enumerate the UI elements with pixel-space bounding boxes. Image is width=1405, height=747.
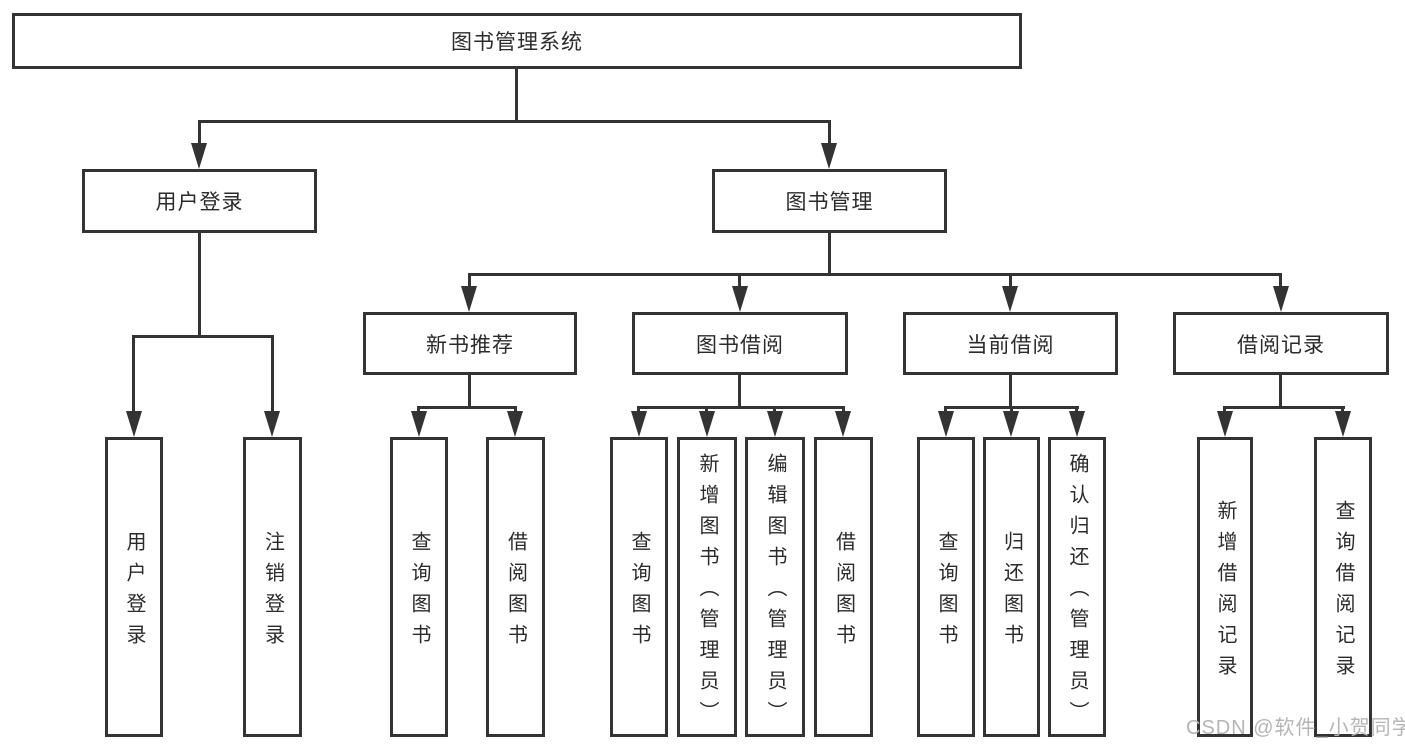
connector-line bbox=[468, 375, 471, 408]
connector-line bbox=[944, 406, 947, 415]
node-library-system: 图书管理系统 bbox=[12, 13, 1022, 69]
node-user-login: 用户登录 bbox=[82, 169, 317, 233]
arrow-down-icon bbox=[821, 143, 837, 169]
node-new-book-recommend-label: 新书推荐 bbox=[426, 333, 514, 357]
node-leaf-query-borrow-record: 查询借阅记录 bbox=[1314, 437, 1372, 737]
connector-line bbox=[514, 406, 517, 415]
node-new-book-recommend: 新书推荐 bbox=[363, 312, 577, 375]
watermark: CSDN @软件_小贺同学 bbox=[1186, 717, 1405, 739]
connector-line bbox=[198, 233, 201, 338]
node-leaf-return-book: 归还图书 bbox=[983, 437, 1040, 737]
node-leaf-query-borrow-record-label: 查询借阅记录 bbox=[1332, 499, 1354, 686]
node-current-borrow-label: 当前借阅 bbox=[966, 333, 1055, 357]
connector-line bbox=[637, 406, 845, 409]
connector-line bbox=[1010, 406, 1013, 415]
connector-line bbox=[773, 406, 776, 415]
node-leaf-confirm-return-admin-label: 确认归还（管理员） bbox=[1066, 453, 1088, 732]
connector-line bbox=[738, 375, 741, 408]
connector-line bbox=[1075, 406, 1078, 415]
node-leaf-add-book-admin-label: 新增图书（管理员） bbox=[696, 453, 718, 732]
node-leaf-query-book-c: 查询图书 bbox=[917, 437, 975, 737]
node-user-login-label: 用户登录 bbox=[155, 191, 244, 214]
connector-line bbox=[417, 406, 420, 415]
arrow-down-icon bbox=[461, 286, 477, 312]
connector-line bbox=[738, 273, 741, 291]
arrow-down-icon bbox=[767, 411, 783, 437]
node-leaf-user-login: 用户登录 bbox=[105, 437, 163, 737]
node-leaf-borrow-book-a: 借阅图书 bbox=[486, 437, 545, 737]
arrow-down-icon bbox=[938, 411, 954, 437]
node-leaf-query-book-b-label: 查询图书 bbox=[628, 530, 650, 655]
connector-line bbox=[828, 120, 831, 148]
node-leaf-query-book-a: 查询图书 bbox=[390, 437, 448, 737]
connector-line bbox=[1009, 375, 1012, 408]
node-leaf-return-book-label: 归还图书 bbox=[1000, 530, 1023, 655]
connector-line bbox=[1279, 273, 1282, 291]
connector-line bbox=[417, 406, 517, 409]
arrow-down-icon bbox=[126, 411, 142, 437]
connector-line bbox=[1009, 273, 1012, 291]
arrow-down-icon bbox=[507, 411, 523, 437]
connector-line bbox=[1341, 406, 1344, 415]
connector-line bbox=[271, 335, 274, 415]
arrow-down-icon bbox=[1335, 411, 1351, 437]
node-leaf-confirm-return-admin: 确认归还（管理员） bbox=[1048, 437, 1106, 737]
node-leaf-edit-book-admin-label: 编辑图书（管理员） bbox=[764, 453, 786, 732]
connector-line bbox=[468, 273, 471, 291]
connector-line bbox=[132, 335, 274, 338]
node-leaf-add-borrow-record: 新增借阅记录 bbox=[1197, 437, 1253, 737]
node-leaf-logout-label: 注销登录 bbox=[261, 530, 284, 655]
connector-line bbox=[1279, 375, 1282, 408]
arrow-down-icon bbox=[1069, 411, 1085, 437]
arrow-down-icon bbox=[732, 286, 748, 312]
node-leaf-edit-book-admin: 编辑图书（管理员） bbox=[745, 437, 805, 737]
node-leaf-add-borrow-record-label: 新增借阅记录 bbox=[1214, 499, 1236, 686]
arrow-down-icon bbox=[411, 411, 427, 437]
connector-line bbox=[842, 406, 845, 415]
connector-line bbox=[1223, 406, 1345, 409]
node-leaf-borrow-book-b-label: 借阅图书 bbox=[832, 530, 855, 655]
node-borrow-records: 借阅记录 bbox=[1173, 312, 1389, 375]
node-book-management: 图书管理 bbox=[712, 169, 947, 233]
node-library-system-label: 图书管理系统 bbox=[451, 31, 583, 54]
node-leaf-borrow-book-b: 借阅图书 bbox=[814, 437, 873, 737]
node-leaf-query-book-b: 查询图书 bbox=[610, 437, 668, 737]
arrow-down-icon bbox=[1002, 286, 1018, 312]
arrow-down-icon bbox=[631, 411, 647, 437]
arrow-down-icon bbox=[1003, 411, 1019, 437]
node-book-borrow-label: 图书借阅 bbox=[696, 333, 784, 357]
node-leaf-user-login-label: 用户登录 bbox=[123, 530, 145, 655]
node-book-management-label: 图书管理 bbox=[785, 191, 874, 214]
arrow-down-icon bbox=[264, 411, 280, 437]
connector-line bbox=[132, 335, 135, 415]
connector-line bbox=[705, 406, 708, 415]
node-book-borrow: 图书借阅 bbox=[632, 312, 848, 375]
connector-line bbox=[828, 233, 831, 276]
node-current-borrow: 当前借阅 bbox=[903, 312, 1118, 375]
connector-line bbox=[198, 120, 831, 123]
arrow-down-icon bbox=[191, 143, 207, 169]
node-leaf-add-book-admin: 新增图书（管理员） bbox=[677, 437, 737, 737]
node-borrow-records-label: 借阅记录 bbox=[1237, 333, 1325, 357]
node-leaf-logout: 注销登录 bbox=[243, 437, 302, 737]
connector-line bbox=[198, 120, 201, 148]
node-leaf-borrow-book-a-label: 借阅图书 bbox=[504, 530, 527, 655]
node-leaf-query-book-a-label: 查询图书 bbox=[408, 530, 430, 655]
connector-line bbox=[1223, 406, 1226, 415]
arrow-down-icon bbox=[1273, 286, 1289, 312]
arrow-down-icon bbox=[1217, 411, 1233, 437]
arrow-down-icon bbox=[835, 411, 851, 437]
connector-line bbox=[637, 406, 640, 415]
arrow-down-icon bbox=[699, 411, 715, 437]
connector-line bbox=[515, 69, 518, 123]
connector-line bbox=[468, 273, 1282, 276]
node-leaf-query-book-c-label: 查询图书 bbox=[935, 530, 957, 655]
